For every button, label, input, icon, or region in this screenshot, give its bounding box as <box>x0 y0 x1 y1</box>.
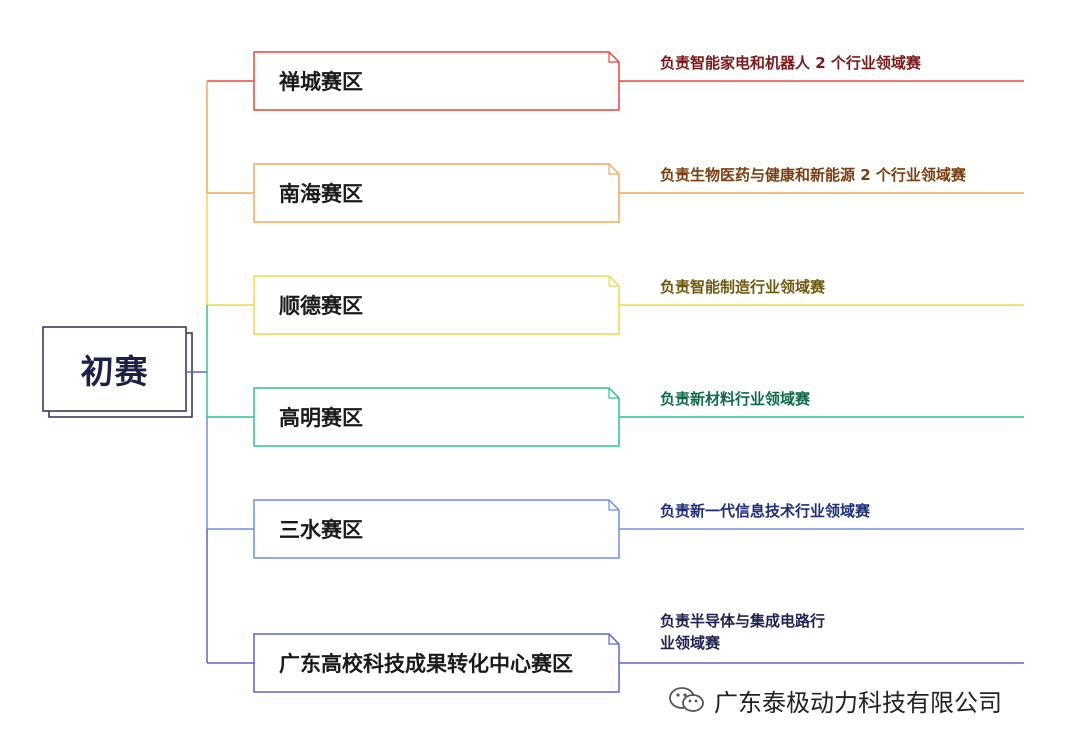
zone-box-fold <box>608 164 619 175</box>
zone-description-line: 负责新材料行业领域赛 <box>660 390 811 408</box>
zone-label: 高明赛区 <box>279 406 363 430</box>
zone-label: 南海赛区 <box>279 182 363 206</box>
zone-description-line: 负责智能制造行业领域赛 <box>660 278 826 296</box>
zone-label: 三水赛区 <box>279 518 363 542</box>
connectors <box>186 80 254 664</box>
zone-description-line: 业领域赛 <box>660 634 721 652</box>
zone-label: 顺德赛区 <box>279 294 363 318</box>
zone-box-fold <box>608 634 619 645</box>
zone-description-line: 负责智能家电和机器人 2 个行业领域赛 <box>660 54 921 72</box>
wechat-icon <box>669 687 704 712</box>
zone-box <box>253 387 620 447</box>
root-node-label: 初赛 <box>80 352 149 391</box>
watermark: 广东泰极动力科技有限公司 <box>668 684 1002 717</box>
zone-box-fold <box>608 500 619 511</box>
zone-box-fold <box>608 276 619 287</box>
zone-description: 负责新材料行业领域赛 <box>660 388 810 410</box>
zone-description: 负责生物医药与健康和新能源 2 个行业领域赛 <box>660 164 966 186</box>
zone-description: 负责智能家电和机器人 2 个行业领域赛 <box>660 52 921 74</box>
zone-description: 负责新一代信息技术行业领域赛 <box>660 500 870 522</box>
zone-description: 负责半导体与集成电路行业领域赛 <box>660 610 825 654</box>
zone-box <box>253 275 620 335</box>
zone-box <box>253 51 620 111</box>
watermark-text: 广东泰极动力科技有限公司 <box>714 688 1002 717</box>
zone-description-line: 负责新一代信息技术行业领域赛 <box>660 502 871 520</box>
zone-box <box>253 163 620 223</box>
zone-box <box>253 633 620 693</box>
zone-description-line: 负责生物医药与健康和新能源 2 个行业领域赛 <box>660 166 966 184</box>
root-node <box>42 326 187 412</box>
zone-label: 广东高校科技成果转化中心赛区 <box>279 652 573 676</box>
zone-label: 禅城赛区 <box>279 70 363 94</box>
description-lines <box>619 80 1024 664</box>
zone-box-fold <box>608 388 619 399</box>
zone-boxes <box>253 51 620 693</box>
zone-description: 负责智能制造行业领域赛 <box>660 276 825 298</box>
zone-box <box>253 499 620 559</box>
zone-box-fold <box>608 52 619 63</box>
zone-description-line: 负责半导体与集成电路行 <box>660 612 826 630</box>
